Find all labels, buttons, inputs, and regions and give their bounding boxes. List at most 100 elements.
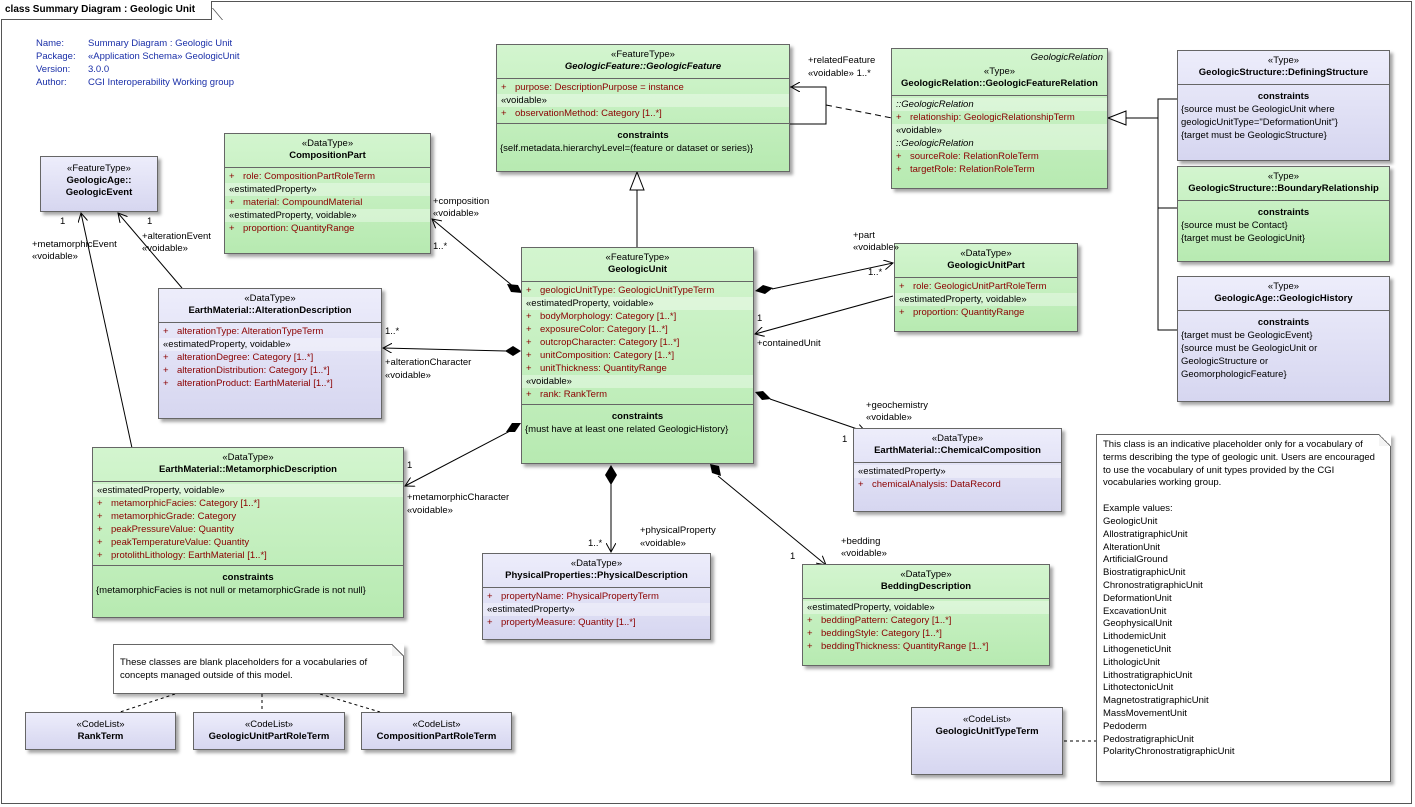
class-bedding-description[interactable]: «DataType»BeddingDescription«estimatedPr… [802,564,1050,666]
attribute-text: peakTemperatureValue: Quantity [111,537,250,548]
class-composition-part[interactable]: «DataType»CompositionPart +role: Composit… [224,133,431,254]
class-geologic-feature[interactable]: «FeatureType»GeologicFeature::GeologicFe… [496,44,790,172]
constraints-title: constraints [1257,207,1310,218]
attribute-row[interactable]: +alterationProduct: EarthMaterial [1..*] [159,377,381,390]
class-stereotype: «CodeList» [244,719,294,730]
class-name: GeologicRelation::GeologicFeatureRelatio… [901,78,1098,89]
attribute-row[interactable]: +chemicalAnalysis: DataRecord [854,478,1061,491]
attribute-row[interactable]: +metamorphicFacies: Category [1..*] [93,497,403,510]
metadata-row: Name:Summary Diagram : Geologic Unit [36,37,240,50]
label-alteration-event-voidable: «voidable» [142,243,188,254]
note-anchor-rank [119,693,176,713]
attribute-row[interactable]: +peakTemperatureValue: Quantity [93,536,403,549]
attribute-row[interactable]: +beddingThickness: QuantityRange [1..*] [803,640,1049,653]
attribute-row[interactable]: +role: CompositionPartRoleTerm [225,170,430,183]
class-boundary-relationship[interactable]: «Type»GeologicStructure::BoundaryRelatio… [1177,166,1390,262]
class-name: GeologicStructure::BoundaryRelationship [1188,183,1379,194]
class-alteration-description[interactable]: «DataType»EarthMaterial::AlterationDescr… [158,288,382,419]
class-header: «DataType»PhysicalProperties::PhysicalDe… [483,554,710,587]
label-composition: +composition [433,196,490,207]
constraints-title: constraints [617,130,669,141]
codelist-composition-part-role-term[interactable]: «CodeList»CompositionPartRoleTerm [361,712,512,750]
attribute-row[interactable]: +observationMethod: Category [1..*] [497,107,789,120]
codelist-geologic-unit-type-term[interactable]: «CodeList»GeologicUnitTypeTerm [911,707,1063,775]
attribute-row[interactable]: +metamorphicGrade: Category [93,510,403,523]
label-metamorphic-event: +metamorphicEvent [32,239,117,250]
class-stereotype: «DataType» [570,558,623,569]
label-bedding-multiplicity: 1 [790,551,796,562]
attribute-visibility: + [526,363,532,374]
attribute-visibility: + [526,350,532,361]
class-stereotype: «DataType» [960,248,1012,259]
attribute-row[interactable]: +proportion: QuantityRange [225,222,430,235]
attribute-row[interactable]: +alterationType: AlterationTypeTerm [159,325,381,338]
attribute-visibility: + [97,498,103,509]
constraints-title: constraints [1257,91,1310,102]
attribute-row[interactable]: +targetRole: RelationRoleTerm [892,163,1107,176]
attribute-row[interactable]: +proportion: QuantityRange [895,306,1077,319]
attribute-visibility: + [858,479,864,490]
class-geologic-unit[interactable]: «FeatureType»GeologicUnit +geologicUnitTy… [521,247,754,464]
attribute-row[interactable]: +alterationDistribution: Category [1..*] [159,364,381,377]
attribute-visibility: + [526,285,532,296]
attribute-row[interactable]: +sourceRole: RelationRoleTerm [892,150,1107,163]
attribute-row[interactable]: +bodyMorphology: Category [1..*] [522,310,753,323]
class-metamorphic-description[interactable]: «DataType»EarthMaterial::MetamorphicDesc… [92,447,404,618]
attribute-text: alterationProduct: EarthMaterial [1..*] [177,378,333,389]
attribute-group-label: «voidable» [497,94,789,107]
attribute-row[interactable]: +alterationDegree: Category [1..*] [159,351,381,364]
class-constraints: constraints{must have at least one relat… [522,404,753,439]
attribute-text: targetRole: RelationRoleTerm [910,164,1035,175]
attribute-row[interactable]: +unitComposition: Category [1..*] [522,349,753,362]
class-geologic-event[interactable]: «FeatureType»GeologicAge::GeologicEvent [40,156,158,212]
example-value: ExcavationUnit [1103,605,1167,617]
attribute-visibility: + [526,389,532,400]
attribute-row[interactable]: +relationship: GeologicRelationshipTerm [892,111,1107,124]
example-value: ArtificialGround [1103,554,1168,566]
attribute-group-label: «estimatedProperty» [225,183,430,196]
example-value: BiostratigraphicUnit [1103,567,1186,579]
attribute-row[interactable]: +exposureColor: Category [1..*] [522,323,753,336]
attribute-row[interactable]: +rank: RankTerm [522,388,753,401]
label-physical-property: +physicalProperty [640,525,716,536]
attribute-row[interactable]: +peakPressureValue: Quantity [93,523,403,536]
class-name: GeologicAge:: [66,175,132,186]
attribute-row[interactable]: +unitThickness: QuantityRange [522,362,753,375]
attribute-row[interactable]: +material: CompoundMaterial [225,196,430,209]
class-physical-description[interactable]: «DataType»PhysicalProperties::PhysicalDe… [482,553,711,640]
label-composition-voidable: «voidable» [433,208,479,219]
attribute-row[interactable]: +beddingStyle: Category [1..*] [803,627,1049,640]
class-geologic-feature-relation[interactable]: GeologicRelation«Type»GeologicRelation::… [891,48,1108,189]
codelist-rank-term[interactable]: «CodeList»RankTerm [25,712,176,750]
class-defining-structure[interactable]: «Type»GeologicStructure::DefiningStructu… [1177,50,1390,161]
attribute-row[interactable]: +purpose: DescriptionPurpose = instance [497,81,789,94]
attribute-row[interactable]: +protolithLithology: EarthMaterial [1..*… [93,549,403,562]
constraint-line: {metamorphicFacies is not null or metamo… [96,585,366,596]
attribute-row[interactable]: +beddingPattern: Category [1..*] [803,614,1049,627]
class-name-line2: GeologicEvent [65,187,133,198]
attribute-text: beddingStyle: Category [1..*] [821,628,942,639]
codelist-geologic-unit-part-role-term[interactable]: «CodeList»GeologicUnitPartRoleTerm [193,712,345,750]
label-event-multiplicity-a: 1 [60,216,66,227]
attribute-text: relationship: GeologicRelationshipTerm [910,112,1075,123]
class-header: «DataType»CompositionPart [225,134,430,167]
attribute-row[interactable]: +geologicUnitType: GeologicUnitTypeTerm [522,284,753,297]
metadata-row: Version:3.0.0 [36,63,240,76]
attribute-row[interactable]: +outcropCharacter: Category [1..*] [522,336,753,349]
class-header: «FeatureType»GeologicAge::GeologicEvent [41,157,157,205]
attribute-row[interactable]: +propertyName: PhysicalPropertyTerm [483,590,710,603]
class-chemical-composition[interactable]: «DataType»EarthMaterial::ChemicalComposi… [853,428,1062,512]
attribute-group-label: «estimatedProperty» [483,603,710,616]
class-header: «FeatureType»GeologicUnit [522,248,753,281]
metadata-key: Package: [36,51,76,62]
attribute-row[interactable]: +role: GeologicUnitPartRoleTerm [895,280,1077,293]
label-contained-unit: +containedUnit [757,338,821,349]
class-geologic-unit-part[interactable]: «DataType»GeologicUnitPart+role: Geologi… [894,243,1078,332]
metadata-value: Summary Diagram : Geologic Unit [88,38,233,49]
attribute-row[interactable]: +propertyMeasure: Quantity [1..*] [483,616,710,629]
diagram-title: class Summary Diagram : Geologic Unit [1,1,213,20]
metamorphic-character-line [405,429,513,486]
label-alteration-character: +alterationCharacter [385,357,472,368]
